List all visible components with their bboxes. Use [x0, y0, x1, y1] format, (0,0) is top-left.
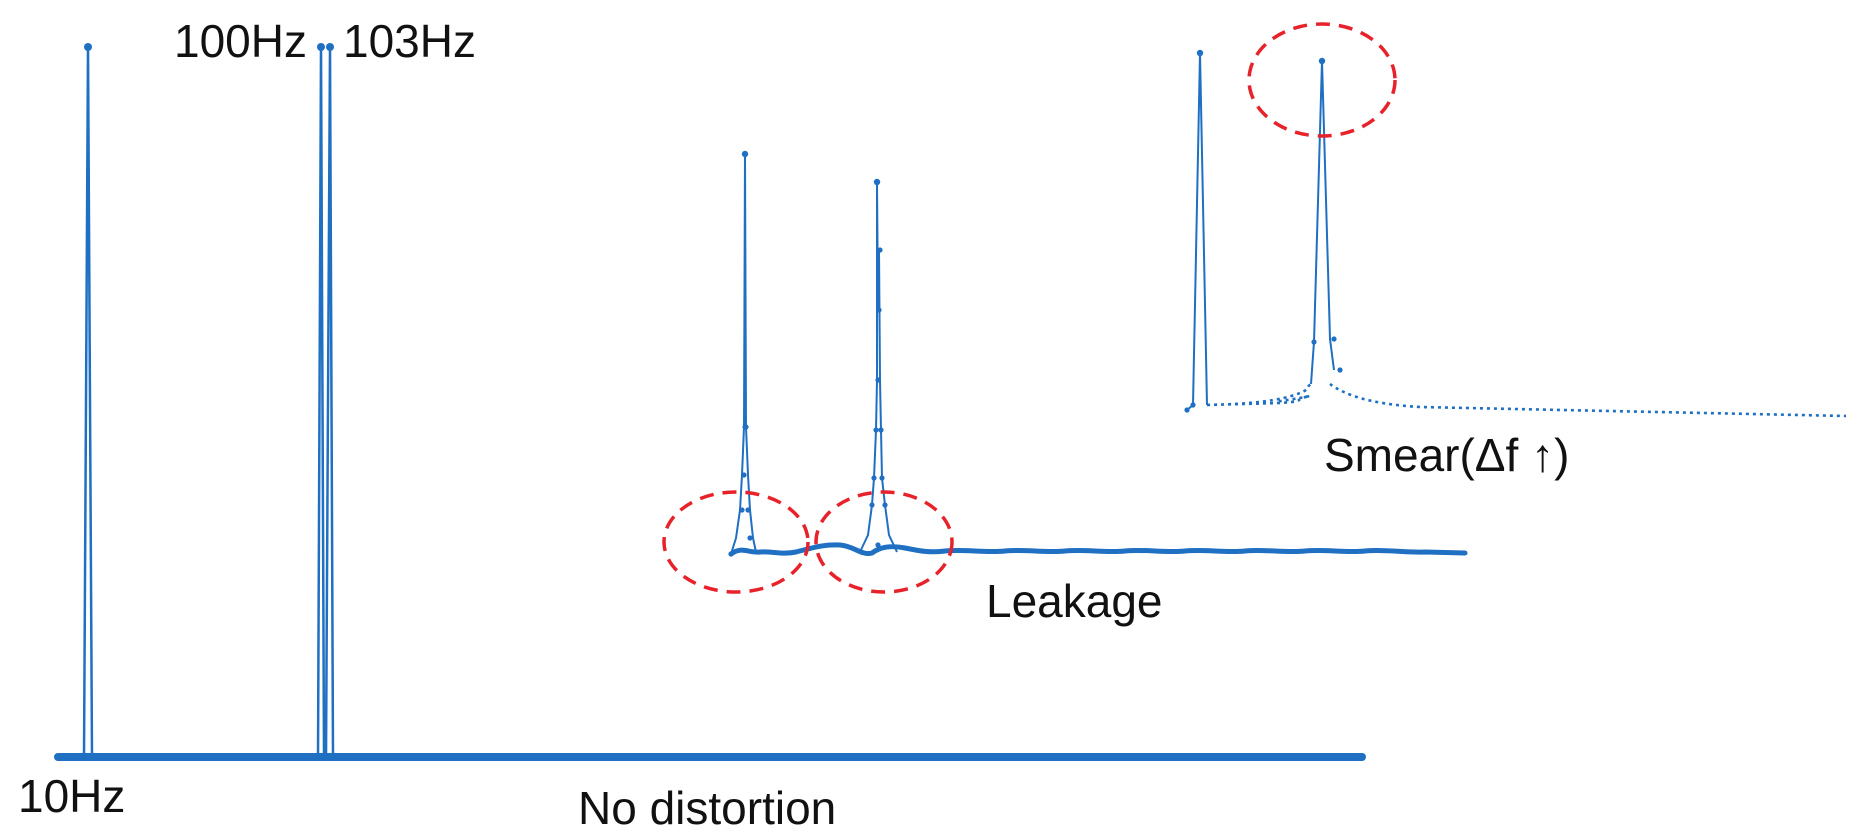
smear-peak-2-markers	[1311, 57, 1343, 373]
peak-10hz-marker	[84, 43, 92, 51]
smear-panel: Smear(Δf ↑)	[1184, 22, 1847, 481]
label-smear: Smear(Δf ↑)	[1324, 429, 1569, 481]
peak-103hz-marker	[326, 43, 334, 51]
peak-100hz-marker	[317, 43, 325, 51]
smear-peak-1	[1186, 52, 1208, 411]
smear-peak-1-markers	[1184, 49, 1204, 413]
label-103hz: 103Hz	[343, 15, 476, 67]
smear-highlight	[1247, 22, 1397, 138]
leakage-panel: Leakage	[662, 150, 1468, 627]
smear-floor	[1206, 382, 1847, 418]
label-100hz: 100Hz	[174, 15, 307, 67]
label-leakage: Leakage	[986, 575, 1163, 627]
no-distortion-panel: 10Hz 100Hz 103Hz No distortion	[18, 15, 1366, 834]
leakage-highlight-left	[662, 490, 810, 594]
peak-103hz	[324, 46, 335, 758]
peak-100hz	[316, 46, 326, 758]
peak-10hz	[82, 46, 94, 758]
smear-peak-2	[1310, 60, 1335, 385]
label-no-distortion: No distortion	[578, 782, 836, 834]
leakage-peak-2	[859, 181, 898, 553]
leakage-peak-2-markers	[869, 178, 888, 548]
label-10hz: 10Hz	[18, 770, 125, 822]
leakage-highlight-right	[814, 490, 954, 594]
leakage-peak-1-markers	[728, 150, 753, 557]
leakage-floor	[728, 542, 1468, 557]
